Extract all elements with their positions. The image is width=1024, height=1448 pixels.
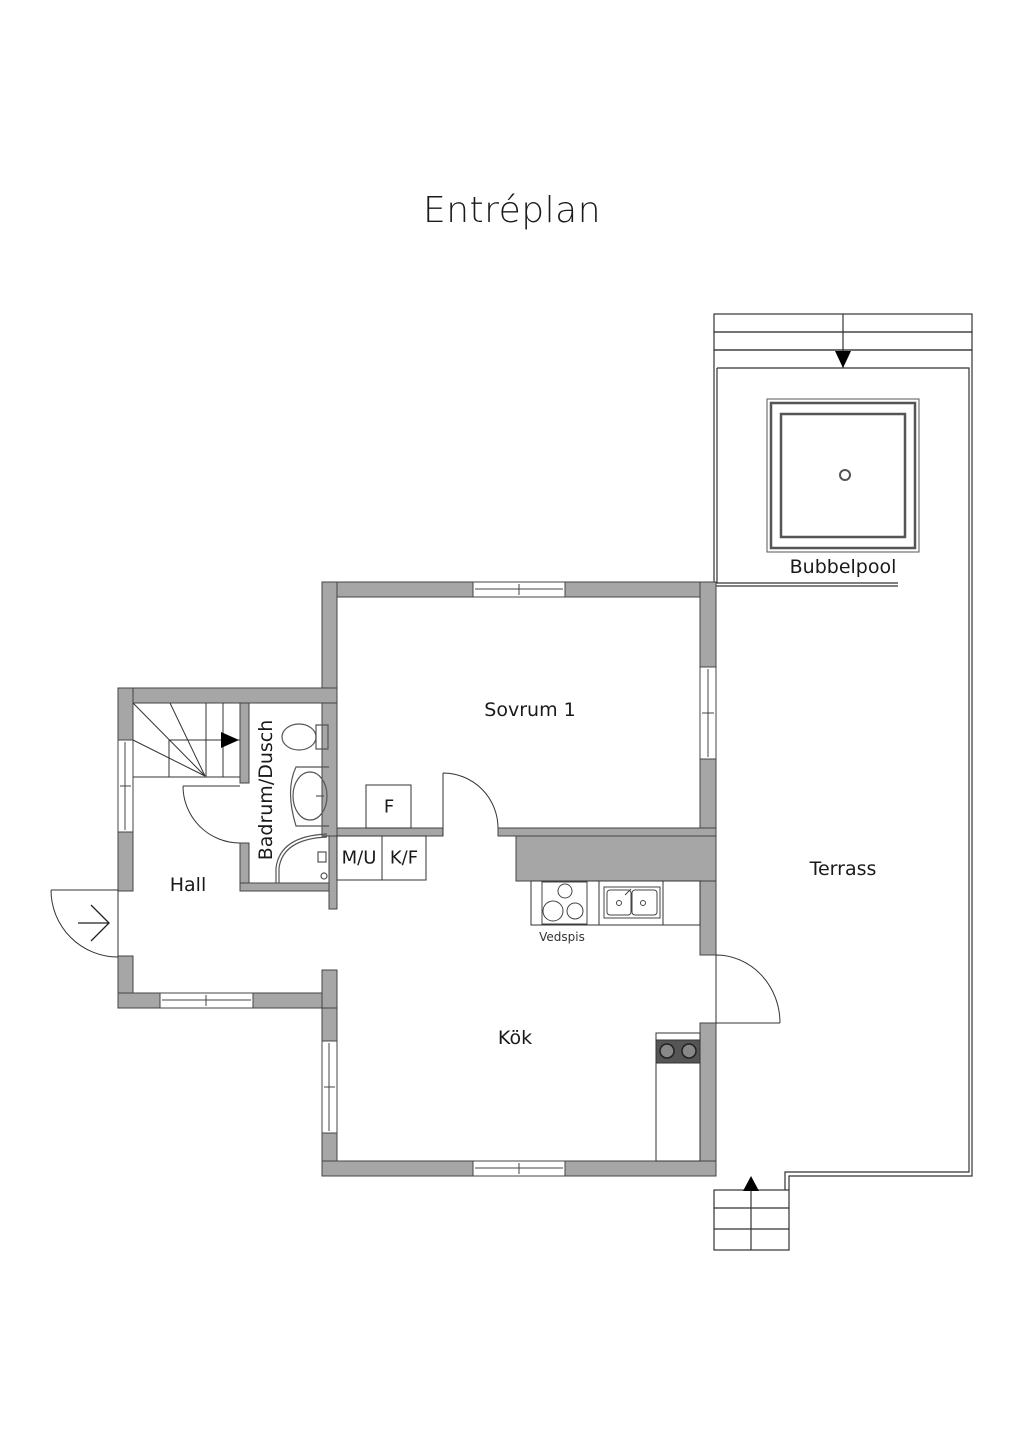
window-icon	[321, 1040, 338, 1134]
door-swing-icon	[50, 772, 781, 1024]
double-sink-icon	[603, 886, 661, 919]
hob-icon	[655, 1032, 701, 1162]
cabinets	[336, 784, 427, 881]
window-icon	[472, 1160, 566, 1177]
sink-icon	[289, 766, 329, 827]
fridge-freezer-label: K/F	[389, 847, 419, 869]
wardrobe-label: F	[383, 796, 395, 818]
stair-arrow-icon	[743, 1176, 759, 1191]
staircase	[132, 702, 240, 778]
room-label-bathroom: Badrum/Dusch	[255, 719, 277, 861]
stove-icon	[541, 881, 588, 925]
room-label-kitchen: Kök	[497, 1027, 533, 1049]
toilet-icon	[281, 723, 329, 751]
room-label-terrace: Terrass	[809, 858, 877, 880]
walls	[117, 581, 717, 1177]
hot-tub-label: Bubbelpool	[789, 556, 897, 578]
washer-dryer-label: M/U	[341, 847, 377, 869]
entry-arrow-icon	[78, 904, 110, 942]
stair-arrow-icon	[221, 732, 239, 748]
room-label-sovrum: Sovrum 1	[484, 699, 576, 721]
terrace-outline	[713, 313, 973, 1251]
window-icon	[472, 581, 566, 598]
page-title: Entréplan	[422, 190, 602, 231]
wood-stove-label: Vedspis	[539, 930, 585, 944]
window-icon	[159, 992, 254, 1009]
stair-arrow-icon	[835, 351, 851, 368]
room-label-hall: Hall	[169, 874, 207, 896]
shower-icon	[275, 833, 328, 883]
window-icon	[117, 739, 134, 833]
hot-tub-icon	[766, 398, 920, 553]
window-icon	[699, 666, 717, 760]
